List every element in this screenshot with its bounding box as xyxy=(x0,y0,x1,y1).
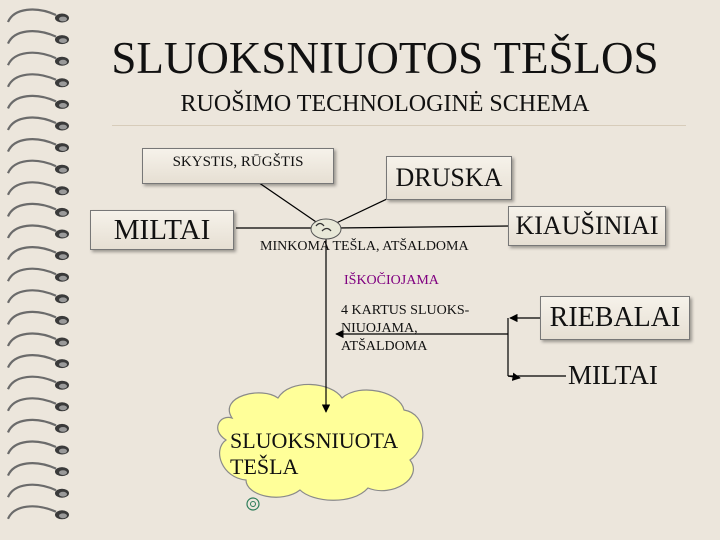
result-label: SLUOKSNIUOTA TEŠLA xyxy=(230,428,398,480)
node-liquid: SKYSTIS, RŪGŠTIS xyxy=(142,148,334,184)
binding-ring xyxy=(6,289,69,304)
binding-ring xyxy=(6,30,69,45)
node-flour-top: MILTAI xyxy=(90,210,234,250)
link-eggs xyxy=(335,225,511,229)
binding-ring xyxy=(6,181,69,196)
binding-ring xyxy=(6,440,69,455)
node-flour-bottom: MILTAI xyxy=(568,360,658,390)
slide-title: SLUOKSNIUOTOS TEŠLOS xyxy=(111,33,659,83)
binding-ring xyxy=(6,397,69,412)
step-rolled: IŠKOČIOJAMA xyxy=(344,273,439,288)
title-divider xyxy=(112,125,686,126)
binding-ring xyxy=(6,8,69,23)
node-salt: DRUSKA xyxy=(386,156,512,200)
binding-ring xyxy=(6,159,69,174)
binding-ring xyxy=(6,202,69,217)
spiral-binding xyxy=(6,8,69,520)
link-liquid xyxy=(251,177,323,227)
link-feed-tail xyxy=(507,372,521,381)
step-kneaded: MINKOMA TEŠLA, ATŠALDOMA xyxy=(260,239,469,254)
node-eggs: KIAUŠINIAI xyxy=(508,206,666,246)
binding-ring xyxy=(6,418,69,433)
binding-ring xyxy=(6,505,69,520)
step-folded: 4 KARTUS SLUOKS- NIUOJAMA, ATŠALDOMA xyxy=(341,302,469,356)
result-line-2: TEŠLA xyxy=(230,454,299,479)
binding-ring xyxy=(6,51,69,66)
binding-ring xyxy=(6,310,69,325)
step-folded-line-1: 4 KARTUS SLUOKS- xyxy=(341,303,470,318)
binding-ring xyxy=(6,94,69,109)
step-folded-line-3: ATŠALDOMA xyxy=(341,339,428,354)
smiley-face-icon xyxy=(246,497,260,511)
binding-ring xyxy=(6,375,69,390)
binding-ring xyxy=(6,224,69,239)
binding-ring xyxy=(6,116,69,131)
binding-ring xyxy=(6,73,69,88)
result-cloud xyxy=(217,383,424,501)
binding-ring xyxy=(6,332,69,347)
result-line-1: SLUOKSNIUOTA xyxy=(230,428,399,453)
binding-ring xyxy=(6,462,69,477)
binding-ring xyxy=(6,354,69,369)
binding-ring xyxy=(6,267,69,282)
binding-ring xyxy=(6,138,69,153)
binding-ring xyxy=(6,483,69,498)
node-fat: RIEBALAI xyxy=(540,296,690,340)
mixing-bowl-icon xyxy=(310,218,342,240)
binding-ring xyxy=(6,246,69,261)
step-folded-line-2: NIUOJAMA, xyxy=(341,321,418,336)
slide-subtitle: RUOŠIMO TECHNOLOGINĖ SCHEMA xyxy=(180,91,590,117)
